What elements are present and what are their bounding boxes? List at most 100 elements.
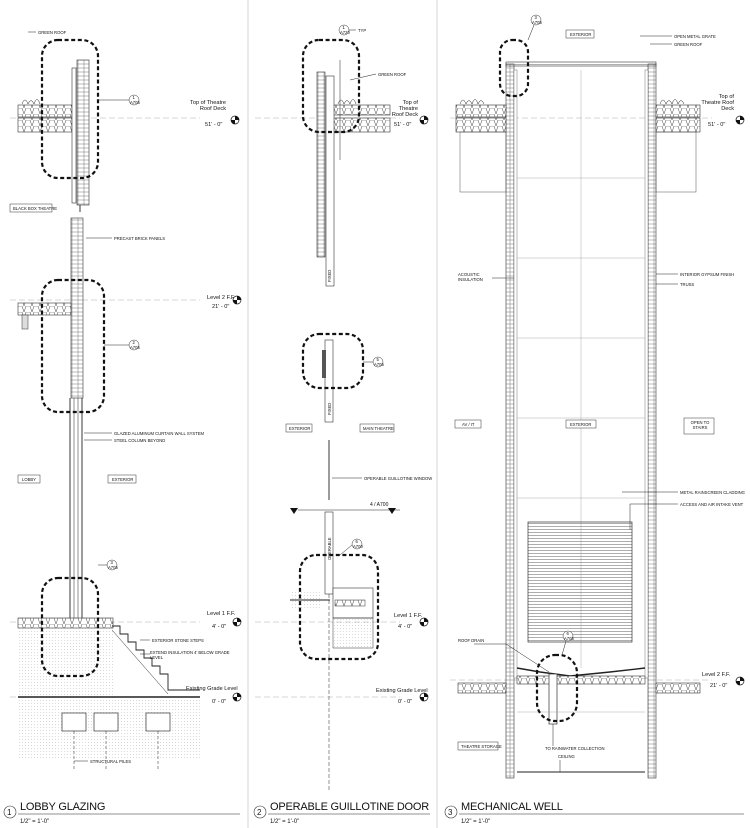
label-box xyxy=(565,29,595,39)
callout-tag-p3-3[interactable]: 3 A705 xyxy=(527,14,542,41)
level-name: Top of Theatre Roof Deck xyxy=(701,94,734,112)
brick-wall xyxy=(316,71,326,258)
label-box xyxy=(565,419,597,429)
guillotine-track xyxy=(322,350,326,378)
label-metal-grate: OPEN METAL GRATE xyxy=(674,34,716,39)
panel-mechanical-well: ACOUSTIC INSULATION INTERIOR GYPSUM FINI… xyxy=(444,14,745,825)
label-open-stairs-wrap: OPEN TO STAIRS xyxy=(691,420,710,430)
label-box xyxy=(359,423,395,433)
callout-tag-p2-1[interactable]: 1 A720 TYP xyxy=(338,24,366,36)
label-box xyxy=(9,203,53,213)
foundation xyxy=(332,617,374,649)
label-box xyxy=(285,423,313,433)
green-roof-plants xyxy=(337,99,357,105)
roof-slab xyxy=(17,117,73,133)
callout-tag-2[interactable]: 2 A705 xyxy=(104,339,140,351)
label-rainwater: TO RAINWATER COLLECTION xyxy=(545,746,604,751)
detail-callout-p3-3[interactable] xyxy=(498,38,530,98)
view-number-circle xyxy=(444,805,458,819)
level-elev: 51' - 0" xyxy=(394,122,411,128)
truss-left xyxy=(459,131,507,193)
detail-callout-3[interactable] xyxy=(40,576,100,678)
label-gypsum: INTERIOR GYPSUM FINISH xyxy=(680,272,734,277)
roof-slab xyxy=(17,104,73,118)
level-target-icon-fill xyxy=(736,677,744,685)
callout-tag-1[interactable]: 1 A705 xyxy=(98,94,140,106)
callout-num: 3 xyxy=(111,560,114,565)
view-scale: 1/2" = 1'-0" xyxy=(20,819,49,825)
detail-callout-2[interactable] xyxy=(40,278,106,414)
callout-num: 1 xyxy=(133,95,136,100)
callout-tag-3[interactable]: 3 A705 xyxy=(98,559,118,571)
callout-num: 3 xyxy=(535,15,538,20)
pile-cap xyxy=(145,712,171,732)
green-roof-plants xyxy=(659,99,685,105)
label-box xyxy=(17,474,41,484)
detail-callout-1[interactable] xyxy=(40,38,100,180)
label-box xyxy=(683,417,715,435)
label-rainscreen: METAL RAINSCREEN CLADDING xyxy=(680,490,745,495)
label-structural-piles: STRUCTURAL PILES xyxy=(90,759,131,764)
label-acoustic: ACOUSTIC INSULATION xyxy=(458,272,483,282)
callout-circle xyxy=(372,356,384,368)
label-box xyxy=(457,741,499,751)
wall-liner xyxy=(71,67,77,204)
level-name: Level 2 F.F. xyxy=(702,672,731,678)
level-target-icon-fill xyxy=(420,618,428,626)
title-block-1: 1 LOBBY GLAZING 1/2" = 1'-0" xyxy=(3,801,240,825)
label-guillotine-window: OPERABLE GUILLOTINE WINDOW xyxy=(364,476,432,481)
level-elev: 51' - 0" xyxy=(205,122,222,128)
gypsum-liner xyxy=(644,69,649,679)
callout-sheet: A705 xyxy=(532,20,542,25)
callout-tag-p2-5[interactable]: 5 A705 xyxy=(363,356,384,368)
callout-sheet: A705 xyxy=(130,100,140,105)
callout-circle xyxy=(351,538,363,550)
label-black-box-theatre: BLACK BOX THEATRE xyxy=(13,206,57,211)
callout-num: 6 xyxy=(567,631,570,636)
label-steel-column: STEEL COLUMN BEYOND xyxy=(114,438,165,443)
detail-callout-p2-6[interactable] xyxy=(298,553,380,661)
roof-slab xyxy=(329,117,391,133)
earth-fill xyxy=(290,590,320,608)
label-roof-drain: ROOF DRAIN xyxy=(458,638,484,643)
view-number-circle xyxy=(3,805,17,819)
pile-cap xyxy=(93,712,119,732)
level-target-icon-fill xyxy=(420,693,428,701)
detail-callout-p2-1[interactable] xyxy=(301,38,361,134)
view-title: LOBBY GLAZING xyxy=(20,801,105,813)
air-intake-vent xyxy=(527,521,633,643)
detail-callout-p2-5[interactable] xyxy=(301,332,365,390)
level-target-icon-fill xyxy=(420,116,428,124)
callout-tag-p2-6[interactable]: 6 A700 xyxy=(339,538,363,556)
section-arrow-icon xyxy=(290,508,298,514)
acoustic-liner xyxy=(513,69,518,679)
open-metal-grate xyxy=(505,61,657,67)
detail-callout-p3-6[interactable] xyxy=(535,653,579,723)
level-marker-level1: Level 1 F.F. 4' - 0" xyxy=(394,613,429,630)
callout-tag-p3-6[interactable]: 6 A705 xyxy=(561,630,574,656)
leader-line xyxy=(629,503,678,530)
label-truss: TRUSS xyxy=(680,282,694,287)
label-box xyxy=(107,474,137,484)
level-name: Level 1 F.F. xyxy=(394,613,423,619)
label-access-vent: ACCESS AND AIR INTAKE VENT xyxy=(680,502,744,507)
level-elev: 21' - 0" xyxy=(212,304,229,310)
level-name: Level 2 F.F. xyxy=(207,295,236,301)
callout-sheet: A705 xyxy=(564,636,574,641)
label-theatre-storage: THEATRE STORAGE xyxy=(461,744,502,749)
roof-slab xyxy=(655,104,701,118)
well-floor-slab xyxy=(516,675,646,685)
view-title: OPERABLE GUILLOTINE DOOR xyxy=(270,801,429,813)
title-block-2: 2 OPERABLE GUILLOTINE DOOR 1/2" = 1'-0" xyxy=(253,801,430,825)
level-name: Existing Grade Level xyxy=(376,688,428,694)
level-target-icon-fill xyxy=(233,296,241,304)
level-name: Level 1 F.F. xyxy=(207,611,236,617)
level-marker-roof-deck: Top of Theatre Roof Deck 51' - 0" xyxy=(190,100,240,128)
floor-slab xyxy=(334,599,366,607)
view-number-circle xyxy=(253,805,267,819)
label-main-theatre: MAIN THEATRE xyxy=(363,426,394,431)
fixed-panel xyxy=(325,75,335,287)
label-av-it: AV / IT xyxy=(462,422,475,427)
label-curtain-wall: GLAZED ALUMINUM CURTAIN WALL SYSTEM xyxy=(114,431,205,436)
